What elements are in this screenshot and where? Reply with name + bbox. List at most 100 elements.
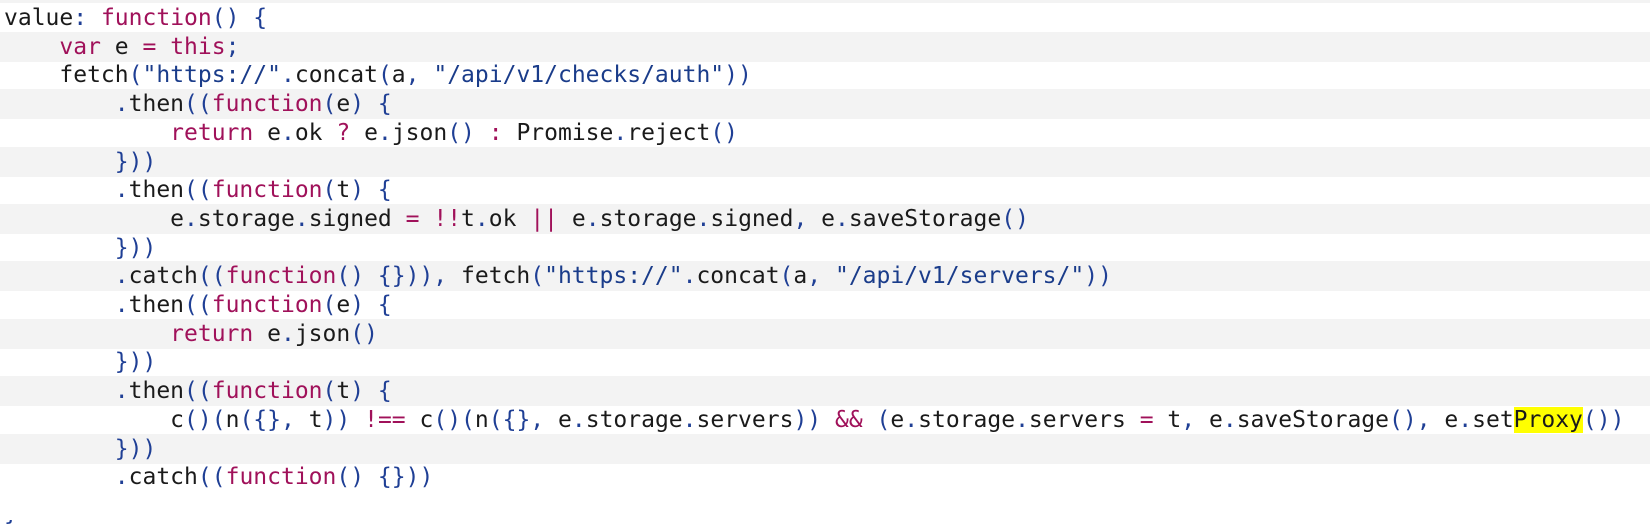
code-token: ) {: [350, 91, 392, 118]
code-token: e: [336, 292, 351, 318]
code-token: (: [322, 91, 337, 118]
code-token: ((: [184, 177, 212, 204]
code-token: .: [114, 292, 129, 318]
code-line: .then((function(e) {: [0, 89, 1650, 120]
code-token: .: [377, 119, 392, 146]
code-token: var: [59, 33, 101, 60]
code-token: })): [114, 148, 157, 175]
code-token: .: [114, 91, 129, 118]
code-token: function: [225, 464, 337, 491]
code-token: t: [1153, 406, 1182, 433]
code-token: ({},: [239, 406, 309, 433]
indent: [4, 177, 115, 203]
code-line: })): [0, 347, 1650, 377]
code-token: .: [114, 177, 129, 204]
code-token: .: [280, 320, 295, 347]
code-token: [156, 34, 170, 60]
code-token: ) {: [350, 292, 392, 318]
code-token: ,: [807, 263, 835, 290]
code-token: function: [211, 177, 323, 204]
code-token: &&: [835, 406, 863, 433]
code-token: ;: [225, 33, 240, 60]
code-token: concat: [294, 62, 378, 89]
code-token: .: [280, 119, 295, 146]
code-token: t: [461, 205, 475, 232]
code-token: catch: [128, 263, 198, 290]
code-token: t: [336, 177, 351, 204]
code-token: })): [114, 435, 157, 462]
code-line: .then((function(t) {: [0, 376, 1650, 407]
indent: [4, 321, 170, 347]
code-token: .: [613, 119, 628, 146]
code-token: function: [211, 378, 323, 405]
code-token: .: [682, 406, 697, 433]
code-token: value: [4, 5, 74, 31]
code-token: fetch: [59, 62, 129, 89]
code-token: })): [114, 349, 157, 376]
code-token: ,: [1181, 406, 1209, 433]
code-token: (: [377, 62, 392, 89]
code-token: .: [835, 205, 849, 232]
code-token: ok: [294, 119, 337, 146]
code-token: .: [571, 406, 586, 433]
code-token: return: [170, 320, 254, 347]
code-token: storage: [585, 406, 683, 433]
code-token: ) {: [350, 378, 392, 405]
code-line: return e.json(): [0, 318, 1650, 349]
code-token: e: [350, 119, 378, 146]
code-token: ({},: [488, 406, 558, 433]
code-token: a: [391, 62, 406, 89]
code-token: e: [890, 406, 905, 433]
code-token: (: [322, 378, 337, 405]
code-token: a: [793, 263, 808, 290]
code-token: [419, 206, 433, 232]
code-token: this: [170, 33, 226, 60]
code-token: then: [128, 378, 185, 405]
code-line: })): [0, 233, 1650, 263]
code-token: storage: [197, 205, 295, 232]
indent: [4, 349, 115, 375]
code-token: () {})): [336, 464, 434, 491]
code-token: ,: [793, 205, 822, 232]
code-token: json: [294, 320, 351, 347]
code-line: .catch((function() {})): [0, 462, 1650, 492]
code-token: )): [322, 406, 365, 433]
code-token: .: [114, 464, 129, 491]
code-token: .: [184, 205, 198, 232]
code-token: .: [1015, 406, 1029, 433]
code-token: )): [724, 62, 752, 89]
code-token: (: [862, 406, 891, 433]
code-token: (): [447, 119, 489, 146]
code-token: .: [682, 263, 697, 290]
code-token: function: [211, 91, 323, 118]
code-token: return: [170, 119, 254, 146]
code-token: .: [280, 62, 295, 89]
code-token: e: [100, 33, 143, 60]
code-token: .: [1458, 406, 1473, 433]
code-token: set: [1472, 406, 1514, 433]
code-token: ((: [184, 91, 212, 118]
code-token: e: [253, 320, 281, 347]
code-token: .: [585, 205, 600, 232]
code-token: ((: [184, 292, 212, 318]
search-match-highlight: Proxy: [1513, 406, 1583, 433]
code-token: e: [1444, 406, 1459, 433]
code-token: signed: [308, 205, 406, 232]
code-token: e: [170, 205, 185, 232]
code-token: ||: [530, 205, 559, 232]
indent: [4, 91, 115, 117]
code-token: n: [474, 406, 489, 433]
code-token: })): [114, 234, 157, 261]
code-token: (): [710, 119, 739, 146]
code-token: servers: [696, 406, 794, 433]
code-token: then: [128, 292, 185, 318]
code-token: !!: [433, 205, 462, 232]
code-token: Promise: [502, 119, 614, 146]
code-token: json: [391, 119, 448, 146]
code-token: (: [530, 263, 545, 290]
code-token: c: [170, 406, 185, 433]
code-token: )): [1084, 263, 1112, 290]
code-token: "/api/v1/servers/": [834, 263, 1085, 290]
code-token: signed: [710, 205, 794, 232]
